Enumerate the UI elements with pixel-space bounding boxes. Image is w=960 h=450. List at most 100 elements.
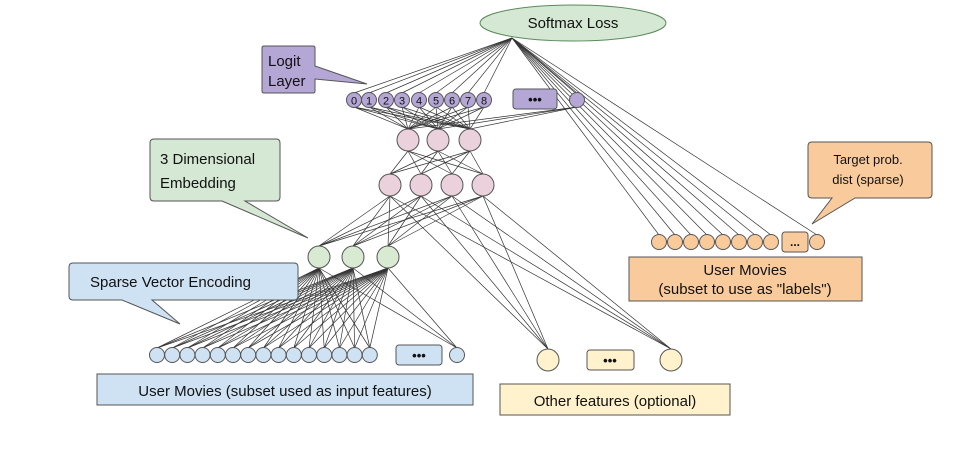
embedding-to-input-edge <box>217 267 389 349</box>
logit-node <box>411 92 427 108</box>
loss-to-target-edge <box>511 37 692 236</box>
embedding-to-input-edge <box>318 267 340 349</box>
hidden-to-other-edge <box>482 195 672 350</box>
embedding-node <box>341 245 365 269</box>
logit-to-hidden-edge <box>407 106 437 130</box>
embedding-node <box>307 245 331 269</box>
logit-to-hidden-edge <box>407 106 578 130</box>
input-node <box>346 347 363 363</box>
label-movies-line-1: User Movies <box>703 262 786 279</box>
logit-to-hidden-edge <box>437 106 578 130</box>
embedding-to-input-edge <box>318 267 458 349</box>
input-node <box>240 347 257 363</box>
logit-node <box>394 92 410 108</box>
loss-to-target-edge <box>511 37 708 236</box>
logit-to-hidden-edge <box>407 106 420 130</box>
embedding-to-input-edge <box>156 267 354 349</box>
hidden-to-embedding-edge <box>387 195 391 247</box>
embedding-callout-line-1: 3 Dimensional <box>160 151 255 168</box>
embedding-to-input-edge <box>247 267 320 349</box>
embedding-to-input-edge <box>172 267 389 349</box>
embedding-callout <box>149 138 309 239</box>
logit-node <box>378 92 394 108</box>
logit-node <box>361 92 377 108</box>
logit-callout-line-1: Logit <box>268 53 301 70</box>
hidden-to-hidden-edge <box>389 150 439 175</box>
loss-to-logit-edge <box>467 37 513 94</box>
sparse-callout-line-1: Sparse Vector Encoding <box>90 274 251 291</box>
hidden-to-other-edge <box>451 195 672 350</box>
hidden-to-other-edge <box>420 195 549 350</box>
input-node <box>301 347 317 363</box>
logit-to-hidden-edge <box>401 106 471 130</box>
target-node <box>715 234 731 250</box>
logit-to-hidden-edge <box>437 106 469 130</box>
embedding-to-input-edge <box>217 267 320 349</box>
embedding-to-input-edge <box>187 267 389 349</box>
logit-node-digit: 1 <box>366 96 372 108</box>
logit-to-hidden-edge <box>469 106 485 130</box>
target-node <box>747 234 763 250</box>
input-node <box>255 347 272 363</box>
hidden-to-other-edge <box>389 195 549 350</box>
logit-to-hidden-edge <box>385 106 471 130</box>
input-node <box>361 347 378 363</box>
logit-to-hidden-edge <box>401 106 409 130</box>
embedding-to-input-edge <box>369 267 389 349</box>
hidden-to-embedding-edge <box>318 195 453 247</box>
logit-to-hidden-edge <box>437 106 485 130</box>
loss-to-logit-edge <box>451 37 513 94</box>
embedding-to-input-edge <box>202 267 389 349</box>
other-ellipsis-text: ••• <box>603 353 617 368</box>
embedding-to-input-edge <box>156 267 389 349</box>
embedding-to-input-edge <box>339 267 389 349</box>
target-node <box>763 234 779 250</box>
loss-to-target-edge <box>511 37 772 236</box>
embedding-to-input-edge <box>352 267 458 349</box>
other-ellipsis-box <box>586 349 635 371</box>
hidden-to-hidden-edge <box>451 150 471 175</box>
target-callout-line-1: Target prob. <box>833 152 902 167</box>
embedding-to-input-edge <box>352 267 371 349</box>
logit-layer-callout <box>261 45 368 94</box>
input-node <box>285 347 302 363</box>
target-node-last <box>809 234 825 250</box>
embedding-to-input-edge <box>308 267 354 349</box>
input-node <box>209 347 226 363</box>
input-ellipsis-box <box>395 344 443 366</box>
embedding-to-input-edge <box>232 267 389 349</box>
hidden-to-embedding-edge <box>318 195 391 247</box>
embedding-to-input-edge <box>354 267 389 349</box>
embedding-to-input-edge <box>232 267 320 349</box>
embedding-to-input-edge <box>387 267 458 349</box>
embedding-to-input-edge <box>339 267 354 349</box>
hidden-to-embedding-edge <box>318 195 484 247</box>
hidden-to-embedding-edge <box>352 195 391 247</box>
hidden-to-other-edge <box>420 195 672 350</box>
logit-node <box>428 92 444 108</box>
connection-lines <box>156 37 818 350</box>
network-nodes <box>149 4 825 372</box>
logit-to-hidden-edge <box>467 106 471 130</box>
loss-to-logit-edge <box>401 37 513 94</box>
logit-to-hidden-edge <box>407 106 469 130</box>
embedding-to-input-edge <box>293 267 389 349</box>
input-node <box>164 347 181 363</box>
input-node <box>316 347 333 363</box>
embedding-to-input-edge <box>263 267 320 349</box>
logit-to-hidden-edge <box>368 106 439 130</box>
embedding-to-input-edge <box>308 267 320 349</box>
embedding-to-input-edge <box>308 267 389 349</box>
logit-node-digit: 8 <box>481 96 487 108</box>
target-node <box>651 234 667 250</box>
logit-node-digit: 0 <box>351 96 357 108</box>
logit-ellipsis-box <box>512 88 558 110</box>
logit-node <box>444 92 460 108</box>
hidden-node-layer-2 <box>471 173 495 197</box>
input-ellipsis-text: ••• <box>412 348 426 363</box>
other-feature-node <box>536 348 560 372</box>
embedding-to-input-edge <box>247 267 354 349</box>
target-node <box>699 234 715 250</box>
